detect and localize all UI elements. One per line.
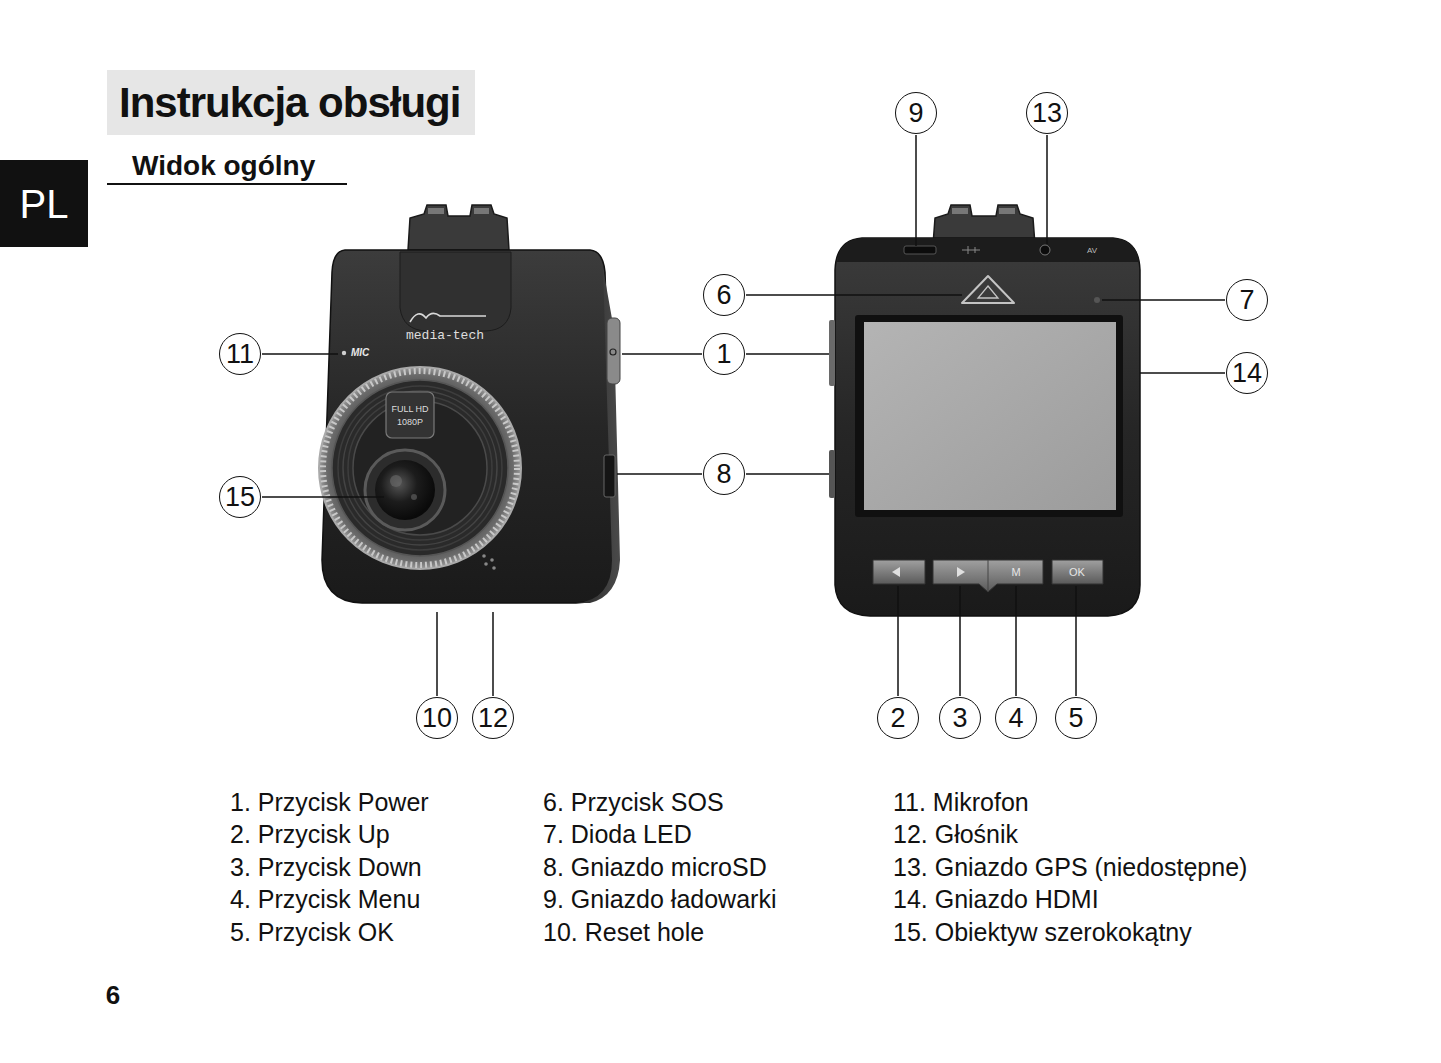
part-list-item: 11. Mikrofon [893, 788, 1029, 817]
callout-number: 14 [1232, 360, 1262, 387]
callout-number: 2 [890, 705, 905, 732]
part-list-item: 3. Przycisk Down [230, 853, 422, 882]
callout-circle: 6 [703, 274, 745, 316]
illustration-text: MIC [351, 347, 369, 359]
part-list-item: 6. Przycisk SOS [543, 788, 724, 817]
callout-number: 7 [1239, 287, 1254, 314]
part-list-item: 4. Przycisk Menu [230, 885, 420, 914]
title-banner: Instrukcja obsługi [107, 70, 475, 135]
part-list-item: 10. Reset hole [543, 918, 704, 947]
part-list-item: 5. Przycisk OK [230, 918, 394, 947]
part-list-item: 14. Gniazdo HDMI [893, 885, 1099, 914]
callout-number: 15 [225, 484, 255, 511]
part-list-item: 15. Obiektyw szerokokątny [893, 918, 1192, 947]
page-number: 6 [106, 981, 120, 1011]
callout-circle: 4 [995, 697, 1037, 739]
callout-number: 4 [1008, 705, 1023, 732]
section-heading: Widok ogólny [132, 150, 315, 182]
callout-number: 6 [716, 282, 731, 309]
part-list-item: 12. Głośnik [893, 820, 1018, 849]
callout-circle: 2 [877, 697, 919, 739]
button-text: OK [1069, 566, 1085, 579]
callout-number: 10 [422, 705, 452, 732]
callout-circle: 5 [1055, 697, 1097, 739]
callout-circle: 14 [1226, 352, 1268, 394]
callout-number: 8 [716, 461, 731, 488]
front-camera [319, 205, 620, 603]
callout-number: 11 [226, 341, 254, 368]
heading-underline [107, 183, 347, 185]
callout-number: 12 [478, 705, 508, 732]
callout-circle: 12 [472, 697, 514, 739]
callout-circle: 7 [1226, 279, 1268, 321]
part-list-item: 8. Gniazdo microSD [543, 853, 767, 882]
callout-number: 9 [908, 100, 923, 127]
back-camera [829, 205, 1140, 616]
illustration-text: 1080P [397, 417, 423, 427]
language-tab: PL [0, 160, 88, 247]
callout-circle: 3 [939, 697, 981, 739]
part-list-item: 13. Gniazdo GPS (niedostępne) [893, 853, 1247, 882]
callout-number: 13 [1032, 100, 1062, 127]
callout-number: 3 [952, 705, 967, 732]
brand-logo: media-tech [406, 329, 484, 344]
part-list-item: 1. Przycisk Power [230, 788, 429, 817]
callout-circle: 11 [219, 333, 261, 375]
part-list-item: 7. Dioda LED [543, 820, 692, 849]
callout-circle: 1 [703, 333, 745, 375]
callout-circle: 10 [416, 697, 458, 739]
callout-circle: 15 [219, 476, 261, 518]
language-code: PL [20, 184, 69, 224]
illustration-text: FULL HD [391, 404, 428, 414]
button-text: M [1011, 566, 1020, 579]
page-title: Instrukcja obsługi [119, 82, 460, 124]
leader-lines [262, 135, 1225, 696]
callout-circle: 9 [895, 92, 937, 134]
part-list-item: 9. Gniazdo ładowarki [543, 885, 776, 914]
illustration-text: AV [1087, 246, 1097, 255]
part-list-item: 2. Przycisk Up [230, 820, 390, 849]
callout-circle: 8 [703, 453, 745, 495]
callout-number: 1 [716, 341, 731, 368]
callout-number: 5 [1068, 705, 1083, 732]
callout-circle: 13 [1026, 92, 1068, 134]
